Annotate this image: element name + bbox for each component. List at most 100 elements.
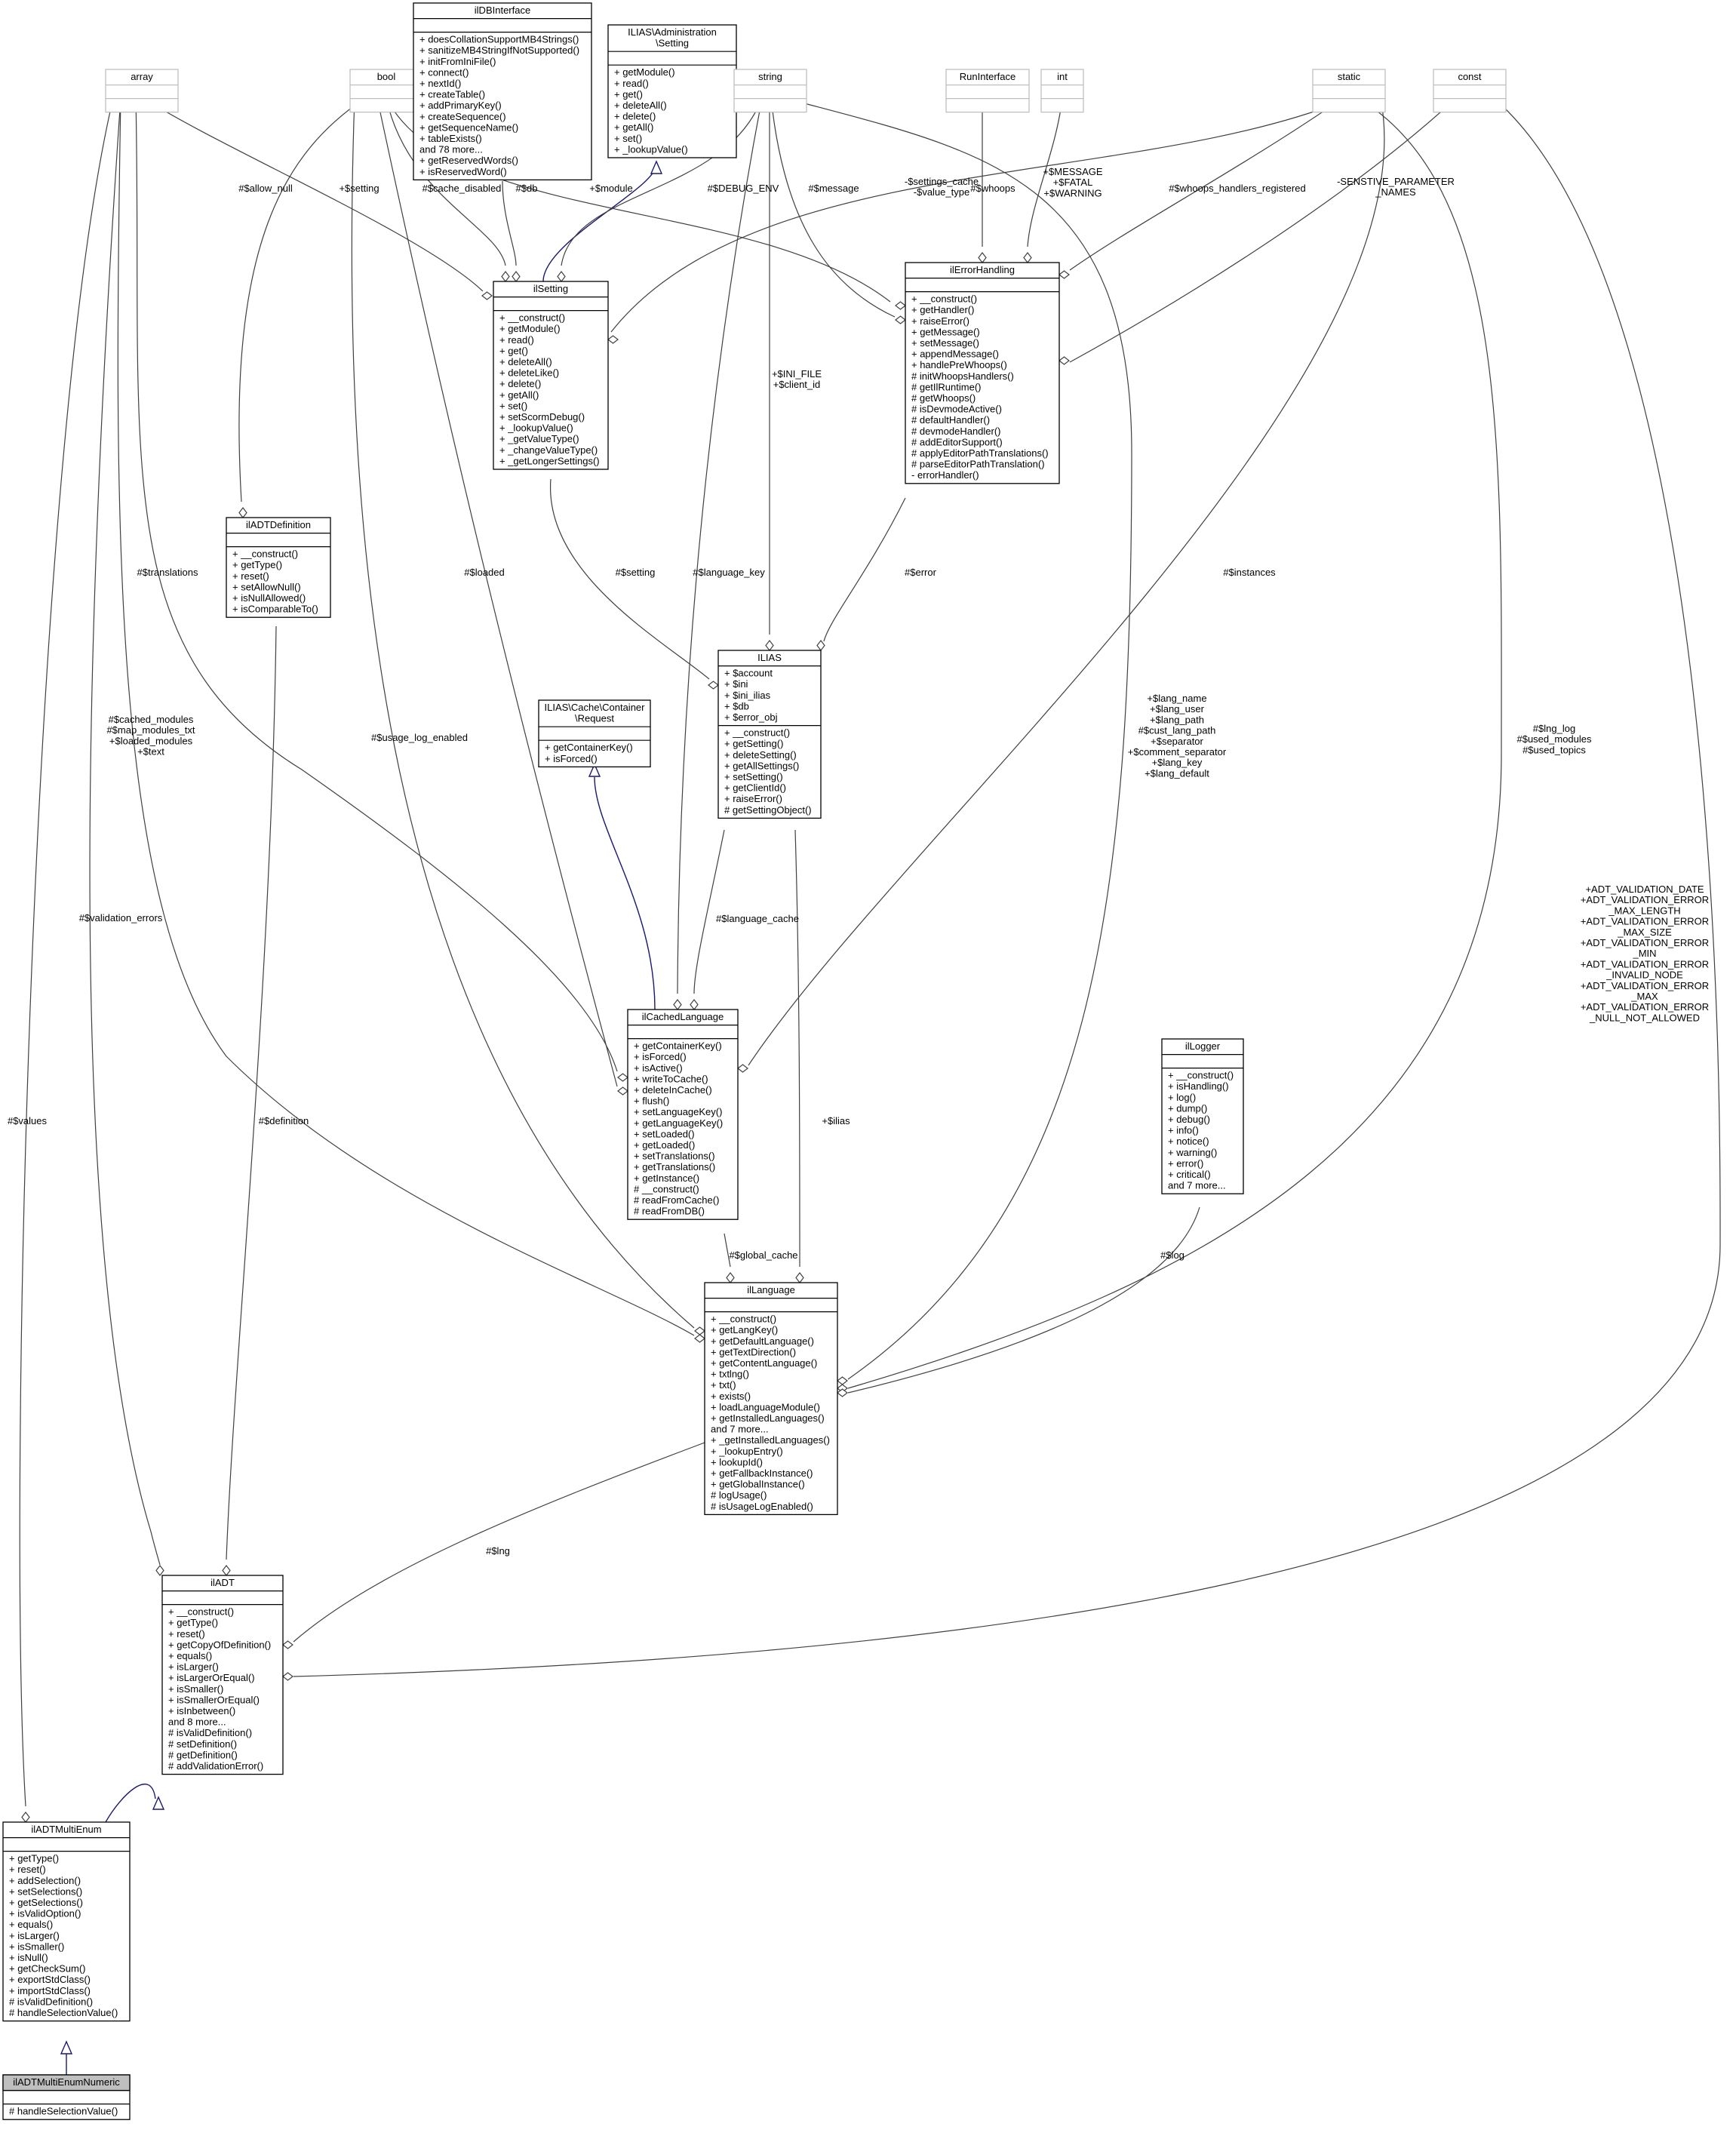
class-box-array[interactable]: array [105, 69, 179, 113]
class-box-ilcachedlanguage[interactable]: ilCachedLanguage+ getContainerKey()+ isF… [627, 1009, 739, 1220]
edge-label-global-cache: #$global_cache [729, 1249, 797, 1261]
class-method: + isLarger() [168, 1661, 219, 1673]
class-method: + setLanguageKey() [634, 1106, 722, 1117]
edge-inherit-cache-request [594, 776, 656, 1010]
class-method: + deleteInCache() [634, 1084, 712, 1096]
class-box-illogger[interactable]: ilLogger+ __construct()+ isHandling()+ l… [1161, 1038, 1244, 1194]
class-name-bool: bool [377, 71, 396, 82]
edge-cache-disabled [386, 97, 506, 266]
edge-validation-errors [89, 97, 161, 1566]
class-method: + _lookupValue() [614, 143, 688, 155]
class-method: # initWhoopsHandlers() [911, 370, 1014, 382]
edge-label-error: #$error [905, 567, 937, 578]
class-box-ilerrorhandling[interactable]: ilErrorHandling+ __construct()+ getHandl… [905, 262, 1060, 484]
class-method: # isValidDefinition() [168, 1727, 252, 1738]
class-method: + getType() [232, 559, 282, 570]
class-box-illanguage[interactable]: ilLanguage+ __construct()+ getLangKey()+… [704, 1282, 838, 1516]
class-method: # getIlRuntime() [911, 381, 981, 392]
class-method: + getSequenceName() [419, 121, 518, 133]
edge-label-lang-vars: +$lang_name+$lang_user+$lang_path#$cust_… [1128, 693, 1227, 779]
class-method: + flush() [634, 1096, 669, 1107]
class-box-iladtmultienumnumeric[interactable]: ilADTMultiEnumNumeric# handleSelectionVa… [2, 2074, 131, 2120]
class-box-cacherequest[interactable]: ILIAS\Cache\Container\Request+ getContai… [538, 699, 651, 768]
edge-language-key [677, 97, 763, 994]
class-method: + isHandling() [1168, 1080, 1229, 1092]
class-box-iladt[interactable]: ilADT+ __construct()+ getType()+ reset()… [161, 1575, 284, 1775]
class-method: + importStdClass() [9, 1985, 91, 1996]
class-method: # devmodeHandler() [911, 426, 1001, 437]
class-method: + txt() [711, 1379, 736, 1391]
class-attribute: + $ini [724, 678, 748, 690]
class-method: + doesCollationSupportMB4Strings() [419, 34, 579, 45]
class-method: + __construct() [168, 1606, 234, 1618]
class-method: + getGlobalInstance() [711, 1479, 805, 1490]
class-box-bool[interactable]: bool [349, 69, 423, 113]
class-method: + __construct() [911, 293, 977, 305]
class-method: # readFromCache() [634, 1194, 719, 1206]
class-name-iladtmultienum: ilADTMultiEnum [31, 1824, 101, 1835]
edge-label-allow-null: #$allow_null [238, 183, 293, 194]
edge-label-cached-modules: #$cached_modules#$map_modules_txt+$loade… [106, 714, 195, 758]
class-method: + isInbetween() [168, 1705, 235, 1716]
edge-label-translations: #$translations [137, 567, 198, 578]
class-attribute: + $ini_ilias [724, 690, 771, 701]
class-method: + getContainerKey() [545, 742, 633, 753]
class-method: + read() [614, 78, 649, 89]
class-method: + lookupId() [711, 1456, 763, 1467]
class-box-runinterface[interactable]: RunInterface [945, 69, 1030, 113]
class-method: # defaultHandler() [911, 414, 990, 426]
class-name-int: int [1057, 71, 1068, 82]
class-method: + isForced() [545, 753, 598, 764]
class-attribute: + $error_obj [724, 711, 778, 723]
class-box-adminsetting[interactable]: ILIAS\Administration\Setting + getModule(… [607, 24, 737, 158]
class-method: + loadLanguageModule() [711, 1401, 820, 1412]
class-method: + getLangKey() [711, 1324, 778, 1335]
edge-label-settings-cache: -$settings_cache-$value_type [905, 176, 979, 198]
class-box-int[interactable]: int [1040, 69, 1084, 113]
class-method: + isLarger() [9, 1930, 60, 1941]
edge-global-cache [724, 1233, 731, 1268]
class-box-const[interactable]: const [1433, 69, 1507, 113]
class-box-ilias[interactable]: ILIAS+ $account+ $ini+ $ini_ilias+ $db+ … [717, 650, 822, 819]
class-method: + getContainerKey() [634, 1040, 722, 1052]
edge-label-setting-ilias: #$setting [616, 567, 656, 578]
class-box-static[interactable]: static [1312, 69, 1386, 113]
class-method: + getReservedWords() [419, 155, 518, 166]
class-name-iladtdefinition: ilADTDefinition [246, 519, 311, 530]
class-box-ilsetting[interactable]: ilSetting+ __construct()+ getModule()+ r… [493, 281, 609, 470]
class-box-string[interactable]: string [733, 69, 807, 113]
class-method: + _changeValueType() [499, 444, 598, 456]
class-method: # getWhoops() [911, 392, 976, 404]
class-method: and 7 more... [1168, 1180, 1226, 1191]
class-method: + set() [499, 400, 527, 411]
class-name-adminsetting: ILIAS\Administration\Setting [628, 26, 717, 49]
class-method: + addSelection() [9, 1875, 81, 1886]
class-method: + equals() [9, 1919, 53, 1930]
edge-instances [748, 97, 1385, 1066]
class-method: + sanitizeMB4StringIfNotSupported() [419, 45, 579, 56]
class-method: + equals() [168, 1650, 212, 1661]
class-method: + raiseError() [911, 315, 969, 327]
class-method: + _getInstalledLanguages() [711, 1434, 830, 1446]
class-method: + getFallbackInstance() [711, 1467, 813, 1479]
class-method: + getModule() [614, 66, 675, 78]
class-box-iladtdefinition[interactable]: ilADTDefinition+ __construct()+ getType(… [226, 517, 331, 618]
class-method: + getType() [9, 1853, 59, 1864]
class-method: + isValidOption() [9, 1908, 81, 1919]
class-box-iladtmultienum[interactable]: ilADTMultiEnum+ getType()+ reset()+ addS… [2, 1821, 131, 2022]
edge-cached-modules [117, 97, 695, 1336]
class-method: + setMessage() [911, 337, 979, 349]
class-method: + nextId() [419, 78, 461, 89]
edge-message [770, 97, 896, 318]
edge-translations [135, 97, 618, 1072]
class-method: + info() [1168, 1125, 1199, 1136]
class-method: + __construct() [499, 312, 565, 324]
class-method: # handleSelectionValue() [9, 2007, 118, 2018]
class-method: + getSetting() [724, 738, 783, 749]
edge-label-lng: #$lng [486, 1545, 510, 1557]
class-method: # handleSelectionValue() [9, 2106, 118, 2117]
edge-settings-cache [610, 97, 1351, 333]
class-box-ildbinterface[interactable]: ilDBInterface+ doesCollationSupportMB4St… [413, 2, 592, 181]
class-method: + deleteLike() [499, 367, 559, 379]
edge-label-error-consts: +$MESSAGE+$FATAL+$WARNING [1043, 166, 1102, 198]
